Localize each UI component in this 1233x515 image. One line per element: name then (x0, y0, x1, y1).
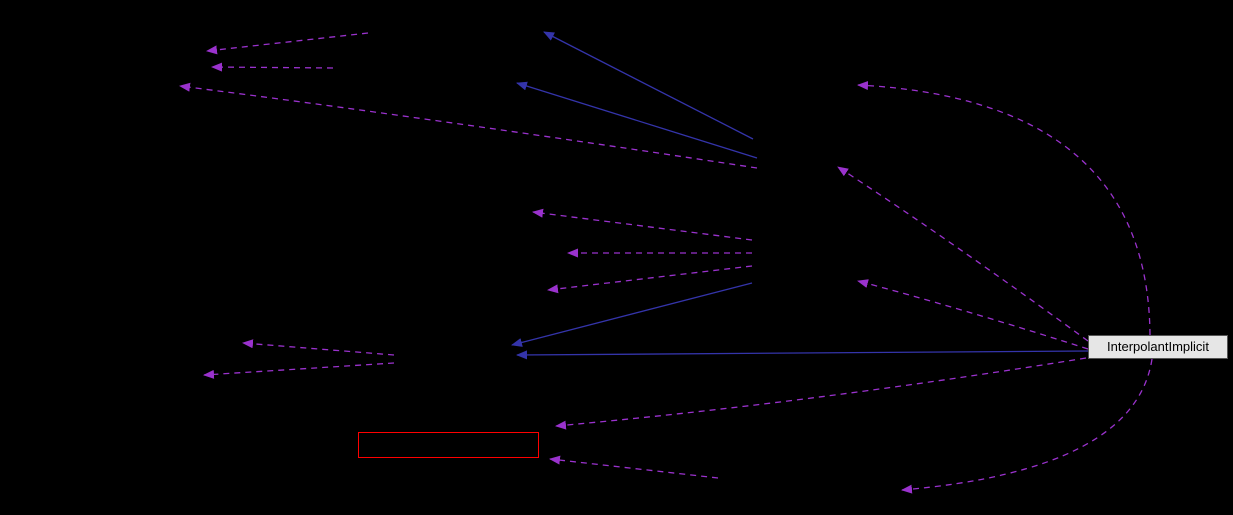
edge-dashed (242, 339, 395, 356)
edge-group (179, 31, 1153, 494)
edge-dashed (547, 265, 753, 294)
edge-dashed (857, 81, 1151, 336)
edge-dashed (857, 279, 1089, 350)
edge-solid (543, 31, 754, 140)
node-highlighted[interactable] (358, 432, 539, 458)
edge-dashed (206, 32, 369, 55)
edge-solid (516, 81, 758, 159)
edge-dashed (211, 62, 334, 72)
edge-dashed (901, 358, 1153, 494)
edge-dashed (532, 208, 753, 241)
node-interpolant-implicit[interactable]: InterpolantImplicit (1088, 335, 1228, 359)
edge-dashed (179, 82, 758, 169)
edge-dashed (555, 357, 1087, 430)
edge-solid (516, 350, 1089, 360)
edge-dashed (203, 362, 395, 379)
edge-solid (511, 282, 753, 347)
edge-dashed (837, 166, 1089, 342)
edge-dashed (549, 455, 719, 479)
